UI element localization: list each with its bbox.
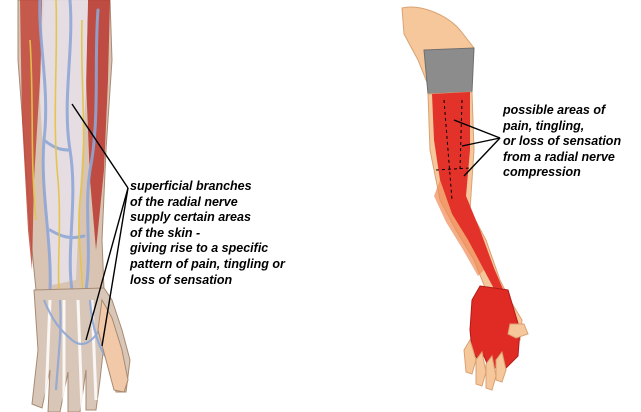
right-caption-line: from a radial nerve	[503, 150, 621, 166]
left-caption-line: superficial branches	[130, 179, 285, 195]
left-caption-line: of the radial nerve	[130, 195, 285, 211]
left-caption-line: pattern of pain, tingling or	[130, 257, 285, 273]
right-arm-illustration	[402, 7, 528, 390]
left-forearm-illustration	[18, 0, 130, 412]
right-caption-line: or loss of sensation	[503, 134, 621, 150]
right-caption-line: possible areas of	[503, 103, 621, 119]
bandage	[424, 48, 474, 94]
right-caption-line: compression	[503, 165, 621, 181]
left-caption-line: loss of sensation	[130, 273, 285, 289]
right-caption: possible areas of pain, tingling, or los…	[503, 103, 621, 181]
right-caption-line: pain, tingling,	[503, 119, 621, 135]
left-caption: superficial branches of the radial nerve…	[130, 179, 285, 288]
left-caption-line: supply certain areas	[130, 210, 285, 226]
left-caption-line: giving rise to a specific	[130, 241, 285, 257]
left-caption-line: of the skin -	[130, 226, 285, 242]
